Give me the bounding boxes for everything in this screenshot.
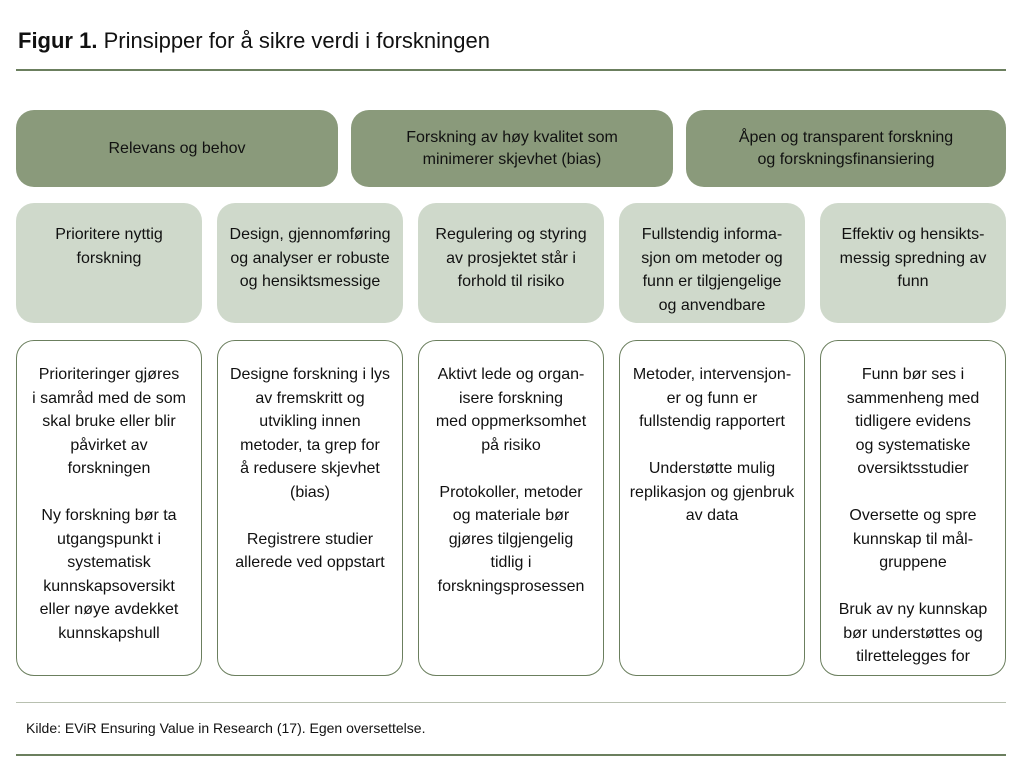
theme-label: Åpen og transparent forskning og forskni… [738, 128, 954, 168]
theme-label: Forskning av høy kvalitet som minimerer … [406, 128, 618, 168]
figure-title: Figur 1. Prinsipper for å sikre verdi i … [18, 26, 490, 56]
theme-box-relevance: Relevans og behov [16, 110, 338, 187]
detail-box-1: Prioriteringer gjøres i samråd med de so… [16, 340, 202, 676]
detail-paragraph: Ny forskning bør ta utgangspunkt i syste… [39, 507, 179, 642]
top-divider [16, 69, 1006, 71]
detail-box-4: Metoder, intervensjon- er og funn er ful… [619, 340, 805, 676]
detail-paragraph: Aktivt lede og organ- isere forskning me… [435, 366, 587, 454]
detail-box-5: Funn bør ses i sammenheng med tidligere … [820, 340, 1006, 676]
detail-paragraph: Understøtte mulig replikasjon og gjenbru… [629, 460, 795, 524]
figure-title-text: Prinsipper for å sikre verdi i forskning… [103, 28, 490, 53]
principle-box-2: Design, gjennomføring og analyser er rob… [217, 203, 403, 323]
principle-box-5: Effektiv og hensikts- messig spredning a… [820, 203, 1006, 323]
detail-box-3: Aktivt lede og organ- isere forskning me… [418, 340, 604, 676]
theme-box-openness: Åpen og transparent forskning og forskni… [686, 110, 1006, 187]
detail-paragraph: Oversette og spre kunnskap til mål- grup… [849, 507, 977, 571]
principle-box-3: Regulering og styring av prosjektet står… [418, 203, 604, 323]
principle-box-4: Fullstendig informa- sjon om metoder og … [619, 203, 805, 323]
principle-box-1: Prioritere nyttig forskning [16, 203, 202, 323]
figure-label: Figur 1. [18, 28, 98, 53]
detail-paragraph: Bruk av ny kunnskap bør understøttes og … [838, 601, 988, 665]
detail-paragraph: Prioriteringer gjøres i samråd med de so… [32, 366, 186, 477]
detail-paragraph: Metoder, intervensjon- er og funn er ful… [632, 366, 792, 430]
bottom-divider [16, 754, 1006, 756]
detail-paragraph: Protokoller, metoder og materiale bør gj… [437, 483, 585, 595]
detail-box-2: Designe forskning i lys av fremskritt og… [217, 340, 403, 676]
detail-paragraph: Funn bør ses i sammenheng med tidligere … [846, 366, 980, 477]
detail-paragraph: Registrere studier allerede ved oppstart [235, 530, 385, 572]
source-divider [16, 702, 1006, 703]
theme-box-quality: Forskning av høy kvalitet som minimerer … [351, 110, 673, 187]
source-note: Kilde: EViR Ensuring Value in Research (… [26, 720, 426, 736]
theme-label: Relevans og behov [108, 139, 246, 157]
detail-paragraph: Designe forskning i lys av fremskritt og… [229, 366, 391, 501]
